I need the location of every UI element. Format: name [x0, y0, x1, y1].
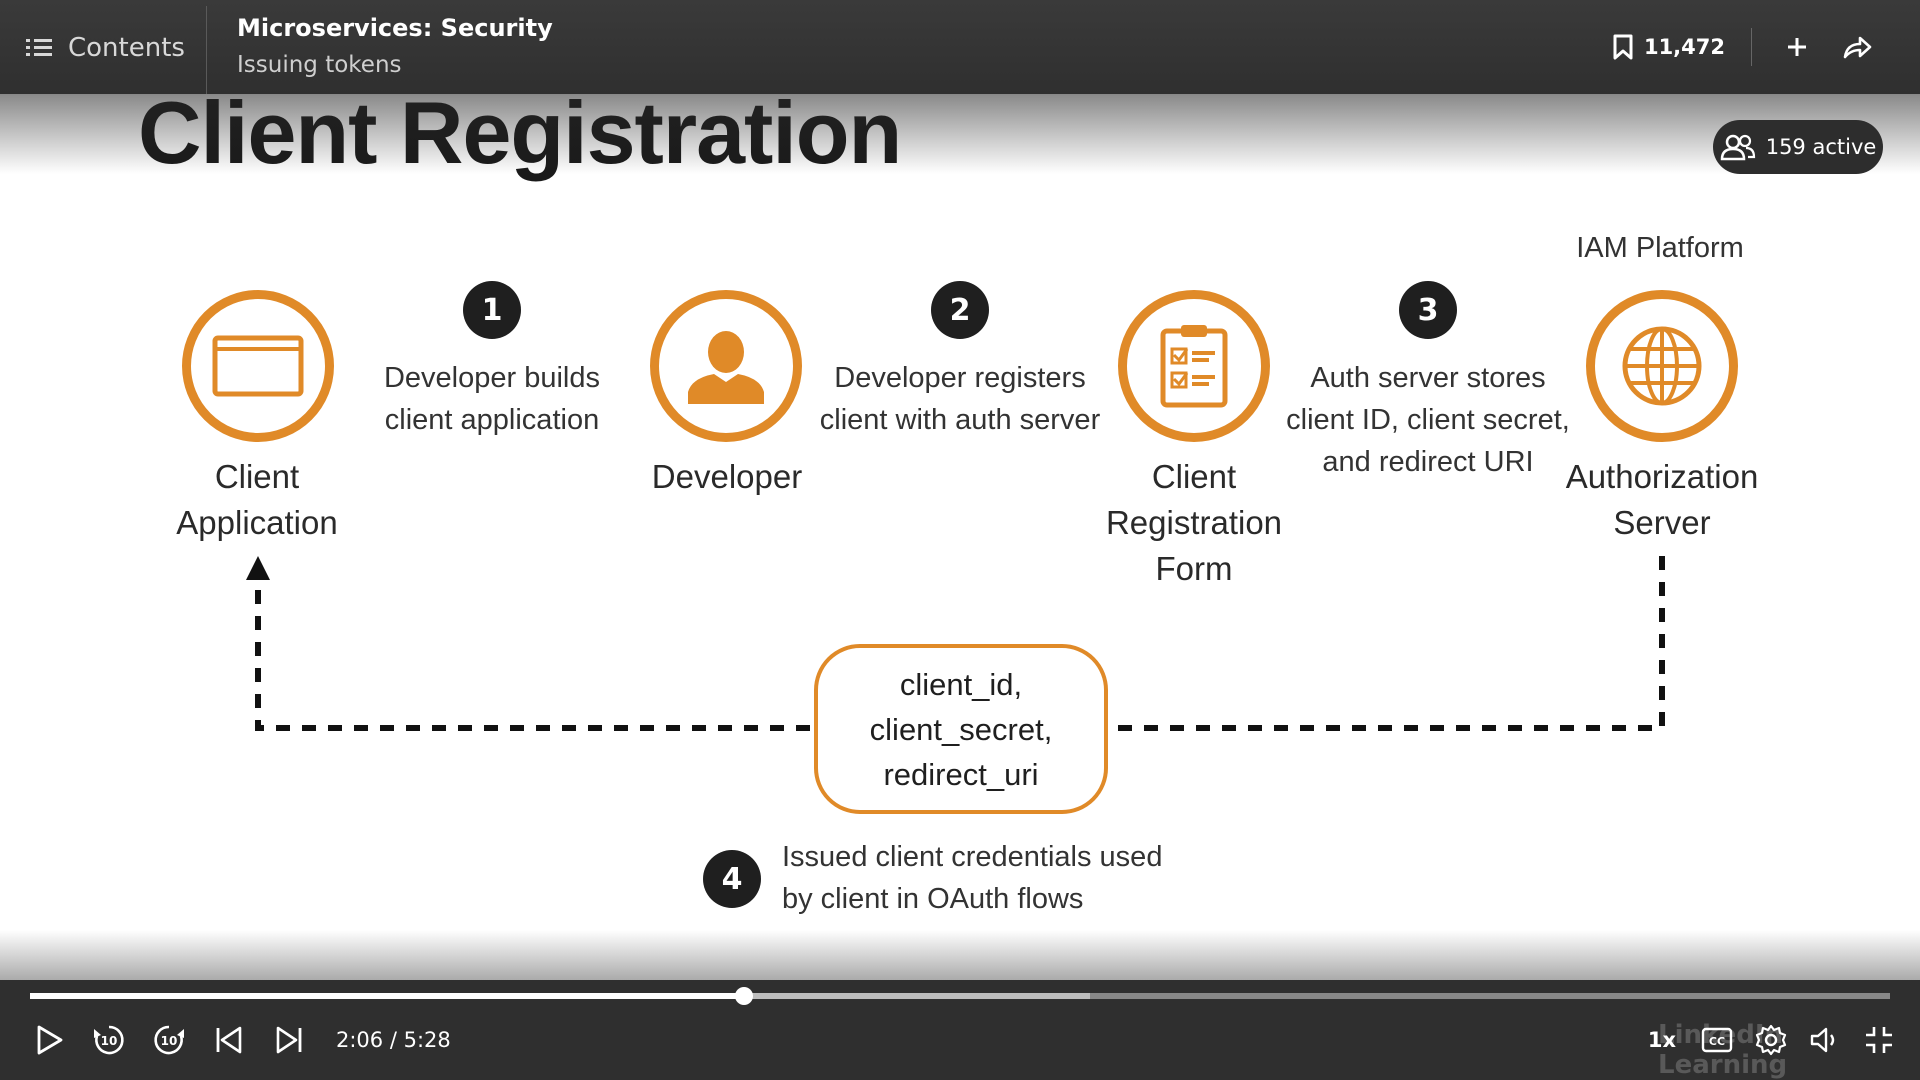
captions-button[interactable]: CC — [1696, 1019, 1738, 1061]
client-application-node — [182, 290, 334, 442]
client-application-label: Client Application — [176, 458, 338, 541]
played-bar — [30, 993, 745, 999]
active-viewers-badge[interactable]: 159 active — [1713, 120, 1883, 174]
active-viewers-label: 159 active — [1765, 135, 1877, 159]
header-actions-divider — [1751, 28, 1752, 66]
client-registration-form-node — [1118, 290, 1270, 442]
linkedin-learning-watermark: LinkedIn Learning — [1658, 1020, 1788, 1080]
add-to-collection-button[interactable] — [1778, 28, 1816, 66]
bookmark-count: 11,472 — [1643, 35, 1725, 59]
share-button[interactable] — [1838, 28, 1876, 66]
bookmark-button[interactable]: 11,472 — [1612, 34, 1725, 60]
clipboard-checklist-icon — [1160, 325, 1228, 408]
share-arrow-icon — [1843, 36, 1872, 59]
skip-next-icon — [276, 1026, 302, 1054]
play-icon — [37, 1025, 63, 1055]
step-3-badge: 3 — [1399, 281, 1457, 339]
volume-button[interactable] — [1804, 1019, 1846, 1061]
client-credentials-box: client_id, client_secret, redirect_uri — [814, 644, 1108, 814]
progress-bar[interactable] — [30, 987, 1890, 1005]
forward-10-icon: 10 — [154, 1025, 184, 1055]
developer-node — [650, 290, 802, 442]
step-4-badge: 4 — [703, 850, 761, 908]
list-icon — [26, 39, 52, 56]
header-actions: 11,472 — [1612, 24, 1876, 70]
play-button[interactable] — [28, 1019, 70, 1061]
developer-label: Developer — [651, 458, 803, 495]
playback-speed-button[interactable]: 1x — [1647, 1028, 1677, 1052]
slide-title: Client Registration — [138, 83, 902, 182]
volume-icon — [1810, 1027, 1835, 1053]
globe-icon — [1622, 326, 1702, 406]
player-settings-controls: 1x CC — [1640, 1018, 1900, 1062]
playback-controls: 10 10 2:06 / 5:28 — [28, 1018, 451, 1062]
header-divider — [206, 6, 207, 94]
bookmark-icon — [1613, 34, 1633, 60]
next-video-button[interactable] — [268, 1019, 310, 1061]
gear-icon — [1755, 1024, 1787, 1056]
iam-platform-label: IAM Platform — [1576, 232, 1744, 264]
step-1-badge: 1 — [463, 281, 521, 339]
previous-video-button[interactable] — [208, 1019, 250, 1061]
closed-captions-icon: CC — [1701, 1027, 1733, 1053]
contents-button[interactable]: Contents — [24, 22, 185, 74]
forward-10-button[interactable]: 10 — [148, 1019, 190, 1061]
time-display: 2:06 / 5:28 — [336, 1028, 451, 1052]
exit-fullscreen-icon — [1866, 1027, 1892, 1053]
exit-fullscreen-button[interactable] — [1858, 1019, 1900, 1061]
video-title: Issuing tokens — [237, 52, 402, 78]
svg-text:10: 10 — [161, 1034, 178, 1048]
course-title[interactable]: Microservices: Security — [237, 14, 553, 42]
client-registration-form-label: Client Registration Form — [1105, 458, 1283, 587]
authorization-server-label: Authorization Server — [1565, 458, 1759, 541]
rewind-10-icon: 10 — [94, 1025, 124, 1055]
browser-window-icon — [212, 335, 304, 397]
step-2-badge: 2 — [931, 281, 989, 339]
plus-icon — [1788, 38, 1806, 56]
skip-previous-icon — [216, 1026, 242, 1054]
person-icon — [688, 331, 764, 404]
contents-label: Contents — [68, 33, 185, 63]
settings-button[interactable] — [1750, 1019, 1792, 1061]
rewind-10-button[interactable]: 10 — [88, 1019, 130, 1061]
svg-text:CC: CC — [1709, 1035, 1725, 1048]
authorization-server-node — [1586, 290, 1738, 442]
svg-text:10: 10 — [101, 1034, 118, 1048]
player-header: Contents Microservices: Security Issuing… — [0, 0, 1920, 95]
users-icon — [1720, 134, 1755, 161]
